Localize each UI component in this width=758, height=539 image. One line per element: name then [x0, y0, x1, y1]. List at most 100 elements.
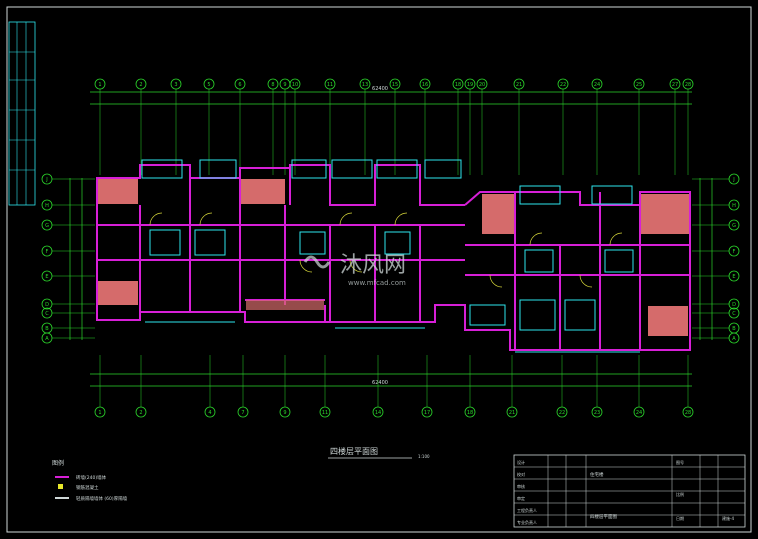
axis-bubble-bottom-22: 22 [556, 406, 568, 418]
axis-bubble-bottom-18: 18 [464, 406, 476, 418]
axis-bubble-left-B-label: B [45, 326, 49, 332]
axis-bubble-top-9-label: 9 [283, 82, 286, 88]
axis-bubble-top-24-label: 24 [594, 82, 600, 88]
axis-bubble-left-C-label: C [45, 311, 49, 317]
axis-bubble-left-B: B [41, 322, 53, 334]
legend-title: 图例 [52, 459, 64, 467]
axis-bubble-bottom-4: 4 [204, 406, 216, 418]
axis-bubble-left-H: H [41, 199, 53, 211]
axis-bubble-top-2: 2 [135, 78, 147, 90]
axis-bubble-top-1-label: 1 [98, 82, 101, 88]
axis-bubble-right-G: G [728, 219, 740, 231]
axis-h-lines [52, 178, 729, 339]
windows-fixtures [141, 159, 640, 353]
watermark-brand: 沐风网 [340, 253, 406, 278]
axis-bubble-top-6: 6 [234, 78, 246, 90]
axis-bubble-left-C: C [41, 307, 53, 319]
tb-project: 住宅楼 [590, 471, 604, 478]
overall-dimension-bottom: 62400 [372, 380, 388, 386]
axis-bubble-bottom-9: 9 [279, 406, 291, 418]
tb-row-1: 校对 [517, 471, 525, 477]
axis-bubble-bottom-1-label: 1 [98, 410, 101, 416]
axis-bubble-left-G: G [41, 219, 53, 231]
axis-bubble-right-H: H [728, 199, 740, 211]
axis-bubble-right-B-label: B [732, 326, 736, 332]
axis-bubble-right-C: C [728, 307, 740, 319]
axis-bubble-bottom-23: 23 [591, 406, 603, 418]
legend-swatch-concrete [58, 484, 63, 489]
axis-bubble-top-8-label: 8 [271, 82, 274, 88]
axis-bubble-left-J-label: J [45, 177, 47, 183]
axis-bubble-top-5-label: 5 [207, 82, 210, 88]
axis-bubble-bottom-28-label: 28 [685, 410, 691, 416]
axis-bubble-right-D: D [728, 298, 740, 310]
floor-plan-walls [96, 164, 691, 351]
legend-swatch-partition [55, 497, 69, 499]
axis-bubble-left-A-label: A [45, 336, 49, 342]
tb-col2-2: 日期 [676, 515, 684, 521]
overall-dimension-top: 62400 [372, 86, 388, 92]
hatched-areas [98, 179, 689, 336]
axis-bubble-right-A-label: A [732, 336, 736, 342]
binding-strip [8, 21, 36, 206]
axis-bubble-top-16-label: 16 [422, 82, 428, 88]
axis-bubble-left-H-label: H [45, 203, 49, 209]
tb-row-2: 审核 [517, 483, 525, 489]
axis-bubble-bottom-9-label: 9 [283, 410, 286, 416]
legend-swatch-wall [55, 476, 69, 478]
axis-bubble-top-10-label: 10 [292, 82, 298, 88]
axis-bubble-right-C-label: C [732, 311, 736, 317]
axis-bubble-top-19-label: 19 [467, 82, 473, 88]
axis-lines [99, 89, 689, 407]
watermark-logo-icon [303, 255, 331, 269]
axis-bubble-bottom-24-label: 24 [636, 410, 642, 416]
tb-row-5: 专业负责人 [517, 519, 537, 525]
axis-bubble-bottom-7: 7 [237, 406, 249, 418]
axis-bubble-right-E-label: E [732, 274, 735, 280]
axis-bubble-top-11-label: 11 [327, 82, 333, 88]
tb-row-3: 审定 [517, 495, 525, 501]
axis-bubble-top-22: 22 [557, 78, 569, 90]
axis-bubble-top-10: 10 [289, 78, 301, 90]
axis-bubble-top-25-label: 25 [636, 82, 642, 88]
watermark-url: www.mfcad.com [348, 279, 406, 287]
axis-bubble-right-F-label: F [733, 249, 736, 255]
axis-bubble-top-20-label: 20 [479, 82, 485, 88]
axis-bubble-bottom-22-label: 22 [559, 410, 565, 416]
axis-bubble-left-A: A [41, 332, 53, 344]
axis-bubble-right-H-label: H [732, 203, 736, 209]
axis-bubble-bottom-4-label: 4 [208, 410, 211, 416]
axis-bubble-top-16: 16 [419, 78, 431, 90]
axis-bubble-top-25: 25 [633, 78, 645, 90]
legend-item-2: 轻质隔墙墙体 (60)厚隔墙 [76, 495, 128, 502]
axis-bubble-bottom-11: 11 [319, 406, 331, 418]
axis-bubble-top-6-label: 6 [238, 82, 241, 88]
tb-row-4: 工程负责人 [517, 507, 537, 513]
axis-bubble-bottom-23-label: 23 [594, 410, 600, 416]
axis-bubble-left-E: E [41, 270, 53, 282]
axis-bubble-bottom-14: 14 [372, 406, 384, 418]
axis-bubble-bottom-17: 17 [421, 406, 433, 418]
axis-bubble-top-18: 18 [452, 78, 464, 90]
axis-bubble-right-F: F [728, 245, 740, 257]
axis-bubble-bottom-2-label: 2 [139, 410, 142, 416]
axis-bubble-top-28-label: 28 [685, 82, 691, 88]
axis-bubble-bottom-1: 1 [94, 406, 106, 418]
axis-bubble-top-21: 21 [513, 78, 525, 90]
axis-bubble-left-D: D [41, 298, 53, 310]
axis-bubble-right-G-label: G [732, 223, 736, 229]
axis-bubble-top-18-label: 18 [455, 82, 461, 88]
axis-bubble-top-8: 8 [267, 78, 279, 90]
axis-bubble-top-3: 3 [170, 78, 182, 90]
axis-bubble-bottom-24: 24 [633, 406, 645, 418]
axis-bubble-top-22-label: 22 [560, 82, 566, 88]
axis-bubble-bottom-7-label: 7 [241, 410, 244, 416]
legend-item-1: 钢筋混凝土 [76, 484, 99, 491]
axis-bubble-top-13-label: 13 [362, 82, 368, 88]
axis-bubble-bottom-21: 21 [506, 406, 518, 418]
axis-bubble-left-J: J [41, 173, 53, 185]
title-block: 设计 校对 审核 审定 工程负责人 专业负责人 住宅楼 四楼层平面图 图号 比例… [513, 454, 746, 528]
